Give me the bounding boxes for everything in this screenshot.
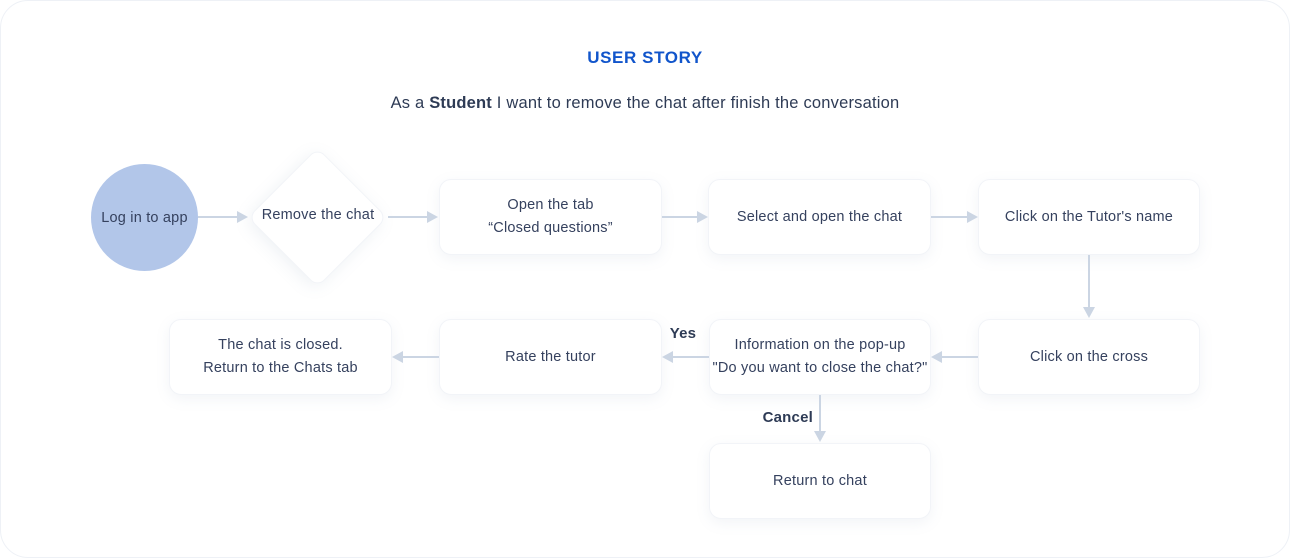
arrow-tutorname-to-cross [1083, 255, 1095, 318]
node-select-open-chat: Select and open the chat [708, 179, 931, 255]
node-login-label: Log in to app [101, 209, 188, 226]
node-chat-closed-line2: Return to the Chats tab [203, 360, 358, 376]
node-return-chat: Return to chat [709, 443, 931, 519]
node-click-cross: Click on the cross [978, 319, 1200, 395]
node-info-popup-line2: "Do you want to close the chat?" [712, 360, 928, 376]
arrow-remove-to-opentab [388, 211, 438, 223]
node-return-chat-label: Return to chat [773, 472, 867, 489]
node-remove-chat-label: Remove the chat [261, 207, 375, 223]
node-chat-closed: The chat is closed. Return to the Chats … [169, 319, 392, 395]
subtitle-prefix: As a [390, 94, 430, 112]
node-open-closed-questions-line2: “Closed questions” [488, 220, 613, 236]
page-title: USER STORY [587, 48, 703, 67]
arrowhead-right-icon [697, 211, 708, 223]
arrowhead-right-icon [427, 211, 438, 223]
arrowhead-left-icon [392, 351, 403, 363]
user-story-subtitle: As a Student I want to remove the chat a… [1, 94, 1289, 113]
node-info-popup-line1: Information on the pop-up [734, 337, 906, 353]
node-click-cross-label: Click on the cross [1029, 348, 1149, 365]
node-click-tutor-name: Click on the Tutor's name [978, 179, 1200, 255]
arrowhead-right-icon [237, 211, 248, 223]
arrowhead-down-icon [814, 431, 826, 442]
arrowhead-left-icon [662, 351, 673, 363]
node-rate-tutor-label: Rate the tutor [505, 348, 596, 365]
node-rate-tutor: Rate the tutor [439, 319, 662, 395]
arrowhead-right-icon [967, 211, 978, 223]
arrow-infopopup-to-return-cancel [814, 395, 826, 442]
node-login-circle: Log in to app [91, 164, 198, 271]
edge-label-cancel: Cancel [762, 409, 813, 426]
node-open-closed-questions-line1: Open the tab [507, 197, 594, 213]
arrow-rate-to-chatclosed [392, 351, 439, 363]
edge-label-yes: Yes [669, 325, 697, 342]
node-info-popup: Information on the pop-up "Do you want t… [709, 319, 931, 395]
arrow-infopopup-to-rate-yes [662, 351, 709, 363]
arrow-select-to-tutorname [931, 211, 978, 223]
node-click-tutor-name-label: Click on the Tutor's name [1004, 208, 1174, 225]
node-chat-closed-line1: The chat is closed. [218, 337, 343, 353]
arrowhead-down-icon [1083, 307, 1095, 318]
arrow-opentab-to-select [662, 211, 708, 223]
node-open-closed-questions: Open the tab “Closed questions” [439, 179, 662, 255]
arrowhead-left-icon [931, 351, 942, 363]
subtitle-role: Student [429, 94, 492, 112]
subtitle-rest: I want to remove the chat after finish t… [492, 94, 900, 112]
node-select-open-chat-label: Select and open the chat [736, 208, 903, 225]
arrow-cross-to-infopopup [931, 351, 978, 363]
arrow-login-to-remove [198, 211, 248, 223]
